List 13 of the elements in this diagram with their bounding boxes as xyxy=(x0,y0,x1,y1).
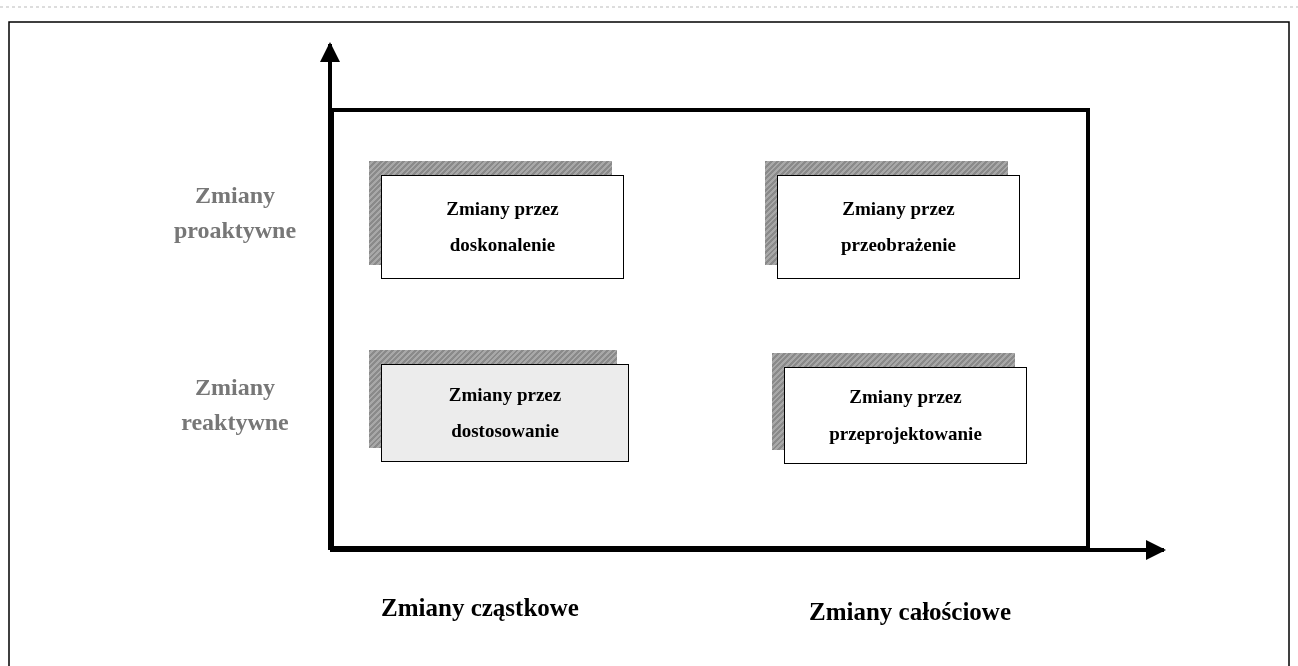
quadrant-box xyxy=(777,175,1020,279)
axis-label: Zmiany proaktywne xyxy=(172,181,298,245)
box-label: Zmiany przez przeprojektowanie xyxy=(828,385,983,446)
axis-label: Zmiany cząstkowe xyxy=(380,593,580,623)
quadrant-box xyxy=(784,367,1027,464)
box-label: Zmiany przez przeobrażenie xyxy=(840,196,957,257)
quadrant-box xyxy=(381,364,629,462)
axis-label: Zmiany całościowe xyxy=(807,597,1013,627)
quadrant-box xyxy=(381,175,624,279)
box-label: Zmiany przez dostosowanie xyxy=(447,382,563,443)
axis-label: Zmiany reaktywne xyxy=(180,373,290,437)
box-label: Zmiany przez doskonalenie xyxy=(445,196,560,257)
matrix-frame xyxy=(330,108,1090,550)
